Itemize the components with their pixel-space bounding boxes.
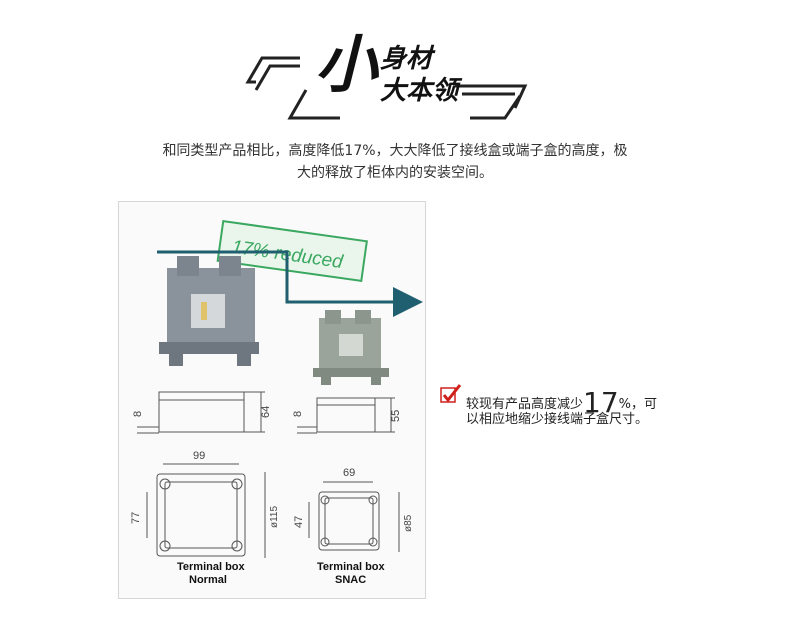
dim-snac-outer: ø85 [403, 514, 414, 532]
banner-line-1: 身材 [380, 44, 433, 74]
note-percent: 17 [583, 386, 619, 419]
dim-normal-outer: ø115 [269, 506, 280, 528]
banner-big-char: 小 [315, 28, 377, 101]
intro-text: 和同类型产品相比，高度降低17%，大大降低了接线盒或端子盒的高度，极 大的释放了… [95, 140, 695, 184]
height-arrow [157, 250, 423, 317]
note-suffix: %，可 [618, 397, 658, 412]
label-snac-sub: SNAC [335, 574, 366, 586]
label-normal-title: Terminal box [177, 561, 246, 573]
dim-snac-lip: 8 [292, 411, 304, 417]
top-view-normal [146, 463, 266, 558]
terminal-block-snac [313, 310, 389, 385]
comparison-diagram: 17% reduced [118, 201, 426, 599]
dim-snac-height: 55 [390, 410, 402, 422]
intro-line-2: 大的释放了柜体内的安装空间。 [297, 165, 493, 181]
terminal-block-normal [159, 256, 259, 366]
note-prefix: 较现有产品高度减少 [466, 397, 584, 412]
dim-normal-lip: 8 [132, 411, 144, 417]
dim-snac-width: 69 [343, 467, 355, 479]
dim-snac-inner: 47 [293, 516, 305, 528]
intro-line-1: 和同类型产品相比，高度降低17%，大大降低了接线盒或端子盒的高度，极 [162, 143, 628, 159]
top-view-snac [308, 481, 400, 552]
banner-line-2: 大本领 [380, 76, 459, 106]
note-line-1: 较现有产品高度减少17%，可 [466, 386, 657, 419]
checkmark-icon [440, 384, 462, 403]
label-normal-sub: Normal [189, 574, 227, 586]
header-banner: 小 身材 大本领 [0, 0, 790, 130]
note-line-2: 以相应地缩少接线端子盒尺寸。 [466, 412, 649, 427]
side-view-snac [297, 397, 395, 434]
label-snac-title: Terminal box [317, 561, 386, 573]
dim-normal-width: 99 [193, 450, 205, 462]
diagram-drawing: 17% reduced [130, 219, 423, 586]
banner-frame [245, 56, 528, 120]
side-view-normal [137, 391, 265, 434]
dim-normal-height: 64 [260, 406, 272, 418]
dim-normal-inner: 77 [130, 512, 142, 524]
